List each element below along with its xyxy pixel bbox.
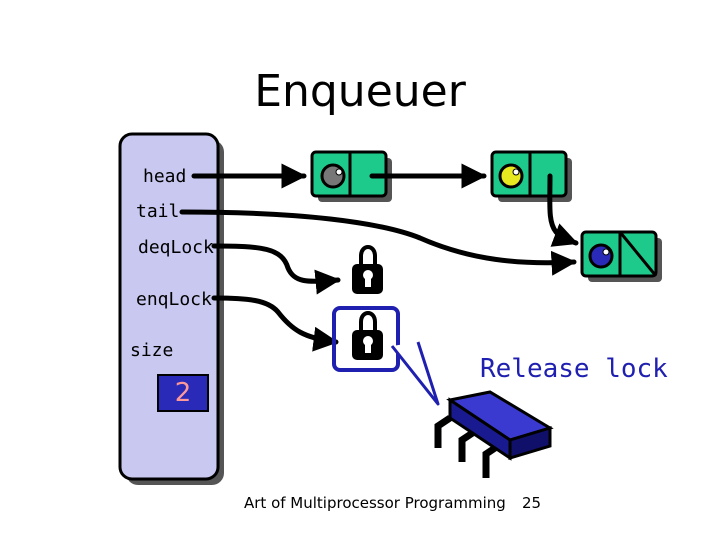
enq-lock-highlight <box>332 306 400 372</box>
tail-field-label: tail <box>136 201 180 222</box>
speech-pointer <box>390 341 440 406</box>
node-value-circle <box>588 243 614 269</box>
footer-source: Art of Multiprocessor Programming <box>244 494 506 512</box>
slide-title: Enqueuer <box>254 66 466 117</box>
head-field-label: head <box>143 166 187 187</box>
node-value-circle <box>320 163 346 189</box>
size-value-box: 2 <box>157 374 209 412</box>
enq-lock-pointer <box>211 295 339 352</box>
node-value-circle <box>498 163 524 189</box>
list-node-sentinel <box>310 150 392 202</box>
list-node-first <box>490 150 572 202</box>
page-number: 25 <box>522 494 542 512</box>
enq-lock-field-label: enqLock <box>136 289 212 310</box>
tail-pointer <box>179 209 577 276</box>
padlock-icon <box>352 311 383 360</box>
deq-lock-pointer <box>211 243 341 295</box>
processor-chip-icon <box>434 390 554 478</box>
size-field-label: size <box>130 340 174 361</box>
release-lock-callout: Release lock <box>480 354 668 384</box>
deq-lock-field-label: deqLock <box>138 237 214 258</box>
node-next-pointer <box>547 173 579 247</box>
list-node-new <box>580 230 662 282</box>
padlock-icon <box>352 245 383 294</box>
null-pointer-slash <box>618 231 658 277</box>
